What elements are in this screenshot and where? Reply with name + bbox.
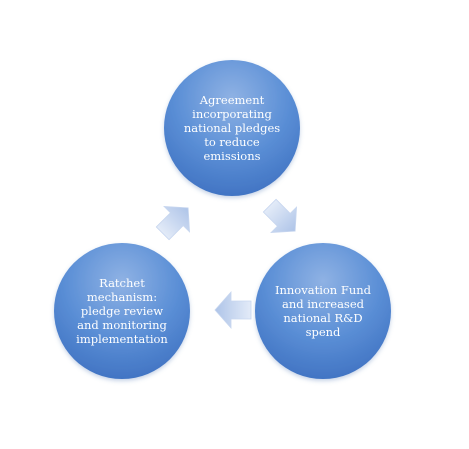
node-innovation-circle [255,243,391,379]
arrow-innovation-to-ratchet [214,290,252,330]
arrow-agreement-to-innovation [262,198,298,234]
node-ratchet-circle [54,243,190,379]
node-agreement-circle [164,60,300,196]
arrow-ratchet-to-agreement [155,205,191,241]
